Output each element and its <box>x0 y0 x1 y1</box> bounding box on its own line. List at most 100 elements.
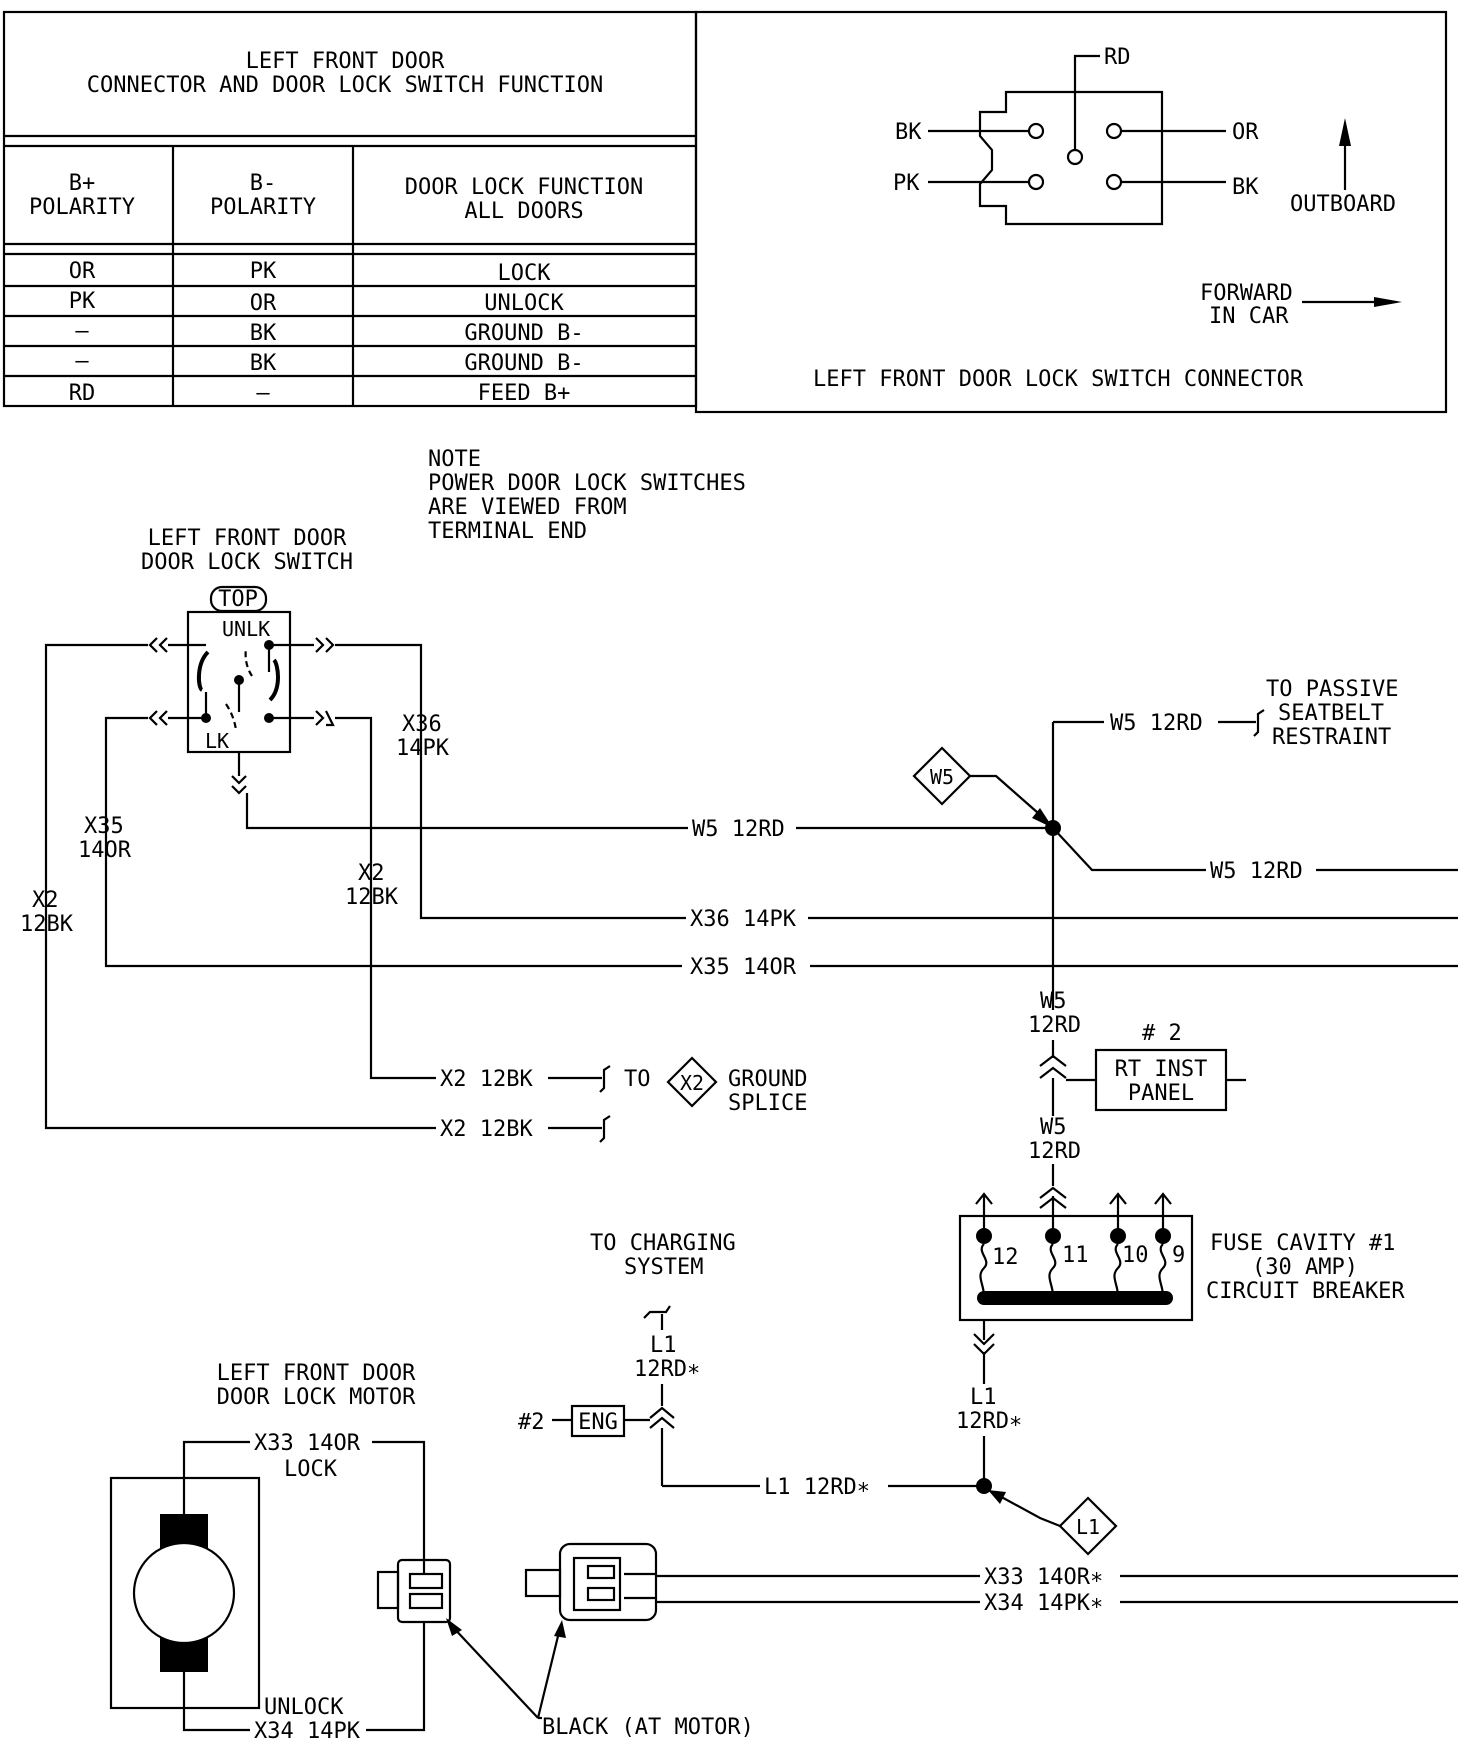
wire-label-l1-h: L1 12RD∗ <box>764 1475 870 1500</box>
switch-unlk-label: UNLK <box>222 617 270 641</box>
fuse-block <box>958 1214 1194 1322</box>
ground-label-2: SPLICE <box>728 1091 807 1116</box>
switch-lk-label: LK <box>205 729 229 753</box>
switch-wiring <box>44 643 1458 1130</box>
rt-inst-line1: RT INST <box>1115 1057 1208 1082</box>
function-table: LEFT FRONT DOOR CONNECTOR AND DOOR LOCK … <box>2 10 698 408</box>
motor-title-1: LEFT FRONT DOOR <box>217 1361 416 1386</box>
wire-label-w5-right: W5 12RD <box>1210 859 1303 884</box>
fuse-label-3: CIRCUIT BREAKER <box>1206 1279 1405 1304</box>
table-row: OR PK LOCK <box>69 259 551 286</box>
connector-view-panel: RD BK PK OR BK OUTBOARD FORWARD IN CAR L… <box>694 10 1448 414</box>
motor-lock-label: LOCK <box>284 1457 338 1482</box>
w5-splice: W5 12RD TO PASSIVE SEATBELT RESTRAINT W5… <box>912 677 1458 1186</box>
wire-label-w5-v1-gauge: 12RD <box>1028 1013 1081 1038</box>
fuse-pin-12: 12 <box>992 1245 1019 1270</box>
cell-bminus: BK <box>250 321 277 346</box>
motor-unlock-label: UNLOCK <box>264 1695 344 1720</box>
header-bplus-1: B+ <box>69 171 96 196</box>
cell-bplus: RD <box>69 381 96 406</box>
cell-bplus: — <box>75 319 89 344</box>
eng-number: #2 <box>518 1410 545 1435</box>
pin-label-bk-right: BK <box>1232 175 1259 200</box>
note-line: ARE VIEWED FROM <box>428 495 627 520</box>
wire-label-x34-right: X34 14PK∗ <box>984 1591 1103 1616</box>
wire-label-l1-charge-gauge: 12RD∗ <box>634 1357 700 1382</box>
table-row: PK OR UNLOCK <box>69 289 565 316</box>
splice-x2-diamond <box>666 1056 718 1108</box>
pin-label-pk: PK <box>893 171 920 196</box>
motor-icon <box>132 1541 236 1645</box>
splice-w5-diamond <box>912 746 972 806</box>
connector-outline <box>978 90 1164 226</box>
cell-function: LOCK <box>498 261 552 286</box>
cell-function: FEED B+ <box>478 381 571 406</box>
note-line: NOTE <box>428 447 481 472</box>
table-row: — BK GROUND B- <box>75 349 583 376</box>
door-lock-motor: LEFT FRONT DOOR DOOR LOCK MOTOR X33 14OR… <box>109 1361 1458 1742</box>
charging-label-2: SYSTEM <box>624 1255 703 1280</box>
cell-bminus: OR <box>250 291 277 316</box>
cell-bminus: PK <box>250 259 277 284</box>
wire-label-x2-mid-gauge: 12BK <box>345 885 399 910</box>
eng-label: ENG <box>578 1410 618 1435</box>
rt-inst-line2: PANEL <box>1128 1081 1194 1106</box>
wire-label-w5-v1: W5 <box>1040 989 1067 1014</box>
header-bminus-1: B- <box>250 171 277 196</box>
note-line: TERMINAL END <box>428 519 587 544</box>
pin-circle <box>1066 148 1084 166</box>
wire-label-x35-gauge: 14OR <box>78 838 132 863</box>
splice-l1-label: L1 <box>1076 1515 1100 1539</box>
table-row: RD — FEED B+ <box>69 381 571 406</box>
rt-inst-number: # 2 <box>1142 1021 1182 1046</box>
ground-label-1: GROUND <box>728 1067 807 1092</box>
note-line: POWER DOOR LOCK SWITCHES <box>428 471 746 496</box>
passive-label-2: SEATBELT <box>1278 701 1384 726</box>
switch-top-label: TOP <box>218 587 258 612</box>
splice-x2-label: X2 <box>680 1071 704 1095</box>
motor-title-2: DOOR LOCK MOTOR <box>217 1385 416 1410</box>
table-row: — BK GROUND B- <box>75 319 583 346</box>
fuse-label-2: (30 AMP) <box>1252 1255 1358 1280</box>
header-bminus-2: POLARITY <box>210 195 316 220</box>
fuse-label-1: FUSE CAVITY #1 <box>1210 1231 1395 1256</box>
fuse-pin-10: 10 <box>1122 1243 1149 1268</box>
header-bplus-2: POLARITY <box>29 195 135 220</box>
wire-label-l1-v-gauge: 12RD∗ <box>956 1409 1022 1434</box>
header-function-2: ALL DOORS <box>464 199 583 224</box>
cell-bminus: BK <box>250 351 277 376</box>
cell-bplus: PK <box>69 289 96 314</box>
note-block: NOTE POWER DOOR LOCK SWITCHES ARE VIEWED… <box>428 447 746 544</box>
passive-label-3: RESTRAINT <box>1272 725 1391 750</box>
wire-label-x33-right: X33 14OR∗ <box>984 1565 1103 1590</box>
ground-to-label: TO <box>624 1067 651 1092</box>
pin-circle <box>1027 173 1045 191</box>
wire-label-w5-top: W5 12RD <box>1110 711 1203 736</box>
l1-splice: TO CHARGING SYSTEM L1 12RD∗ ENG #2 L1 12… <box>518 1231 1118 1556</box>
charging-label-1: TO CHARGING <box>590 1231 736 1256</box>
pin-label-rd: RD <box>1104 45 1131 70</box>
pin-label-bk: BK <box>895 120 922 145</box>
wire-label-w5-main: W5 12RD <box>692 817 785 842</box>
cell-bplus: OR <box>69 259 96 284</box>
cell-bminus: — <box>256 381 270 406</box>
wire-label-x2-left: X2 <box>32 888 59 913</box>
pin-label-or: OR <box>1232 120 1259 145</box>
wire-label-x2-ground-2: X2 12BK <box>440 1117 533 1142</box>
wire-label-l1-charge: L1 <box>650 1333 677 1358</box>
wire-label-x2-left-gauge: 12BK <box>20 912 74 937</box>
pin-circle <box>1105 173 1123 191</box>
outboard-label: OUTBOARD <box>1290 192 1396 217</box>
fuse-pin-9: 9 <box>1172 1243 1185 1268</box>
wire-label-x2-ground-1: X2 12BK <box>440 1067 533 1092</box>
splice-w5-label: W5 <box>930 765 954 789</box>
wire-label-w5-v2-gauge: 12RD <box>1028 1139 1081 1164</box>
splice-l1-diamond <box>1058 1496 1118 1556</box>
wire-label-x36-main: X36 14PK <box>690 907 797 932</box>
cell-function: UNLOCK <box>484 291 564 316</box>
passive-label-1: TO PASSIVE <box>1266 677 1398 702</box>
cell-function: GROUND B- <box>464 351 583 376</box>
wire-label-x35: X35 <box>84 814 124 839</box>
cell-function: GROUND B- <box>464 321 583 346</box>
